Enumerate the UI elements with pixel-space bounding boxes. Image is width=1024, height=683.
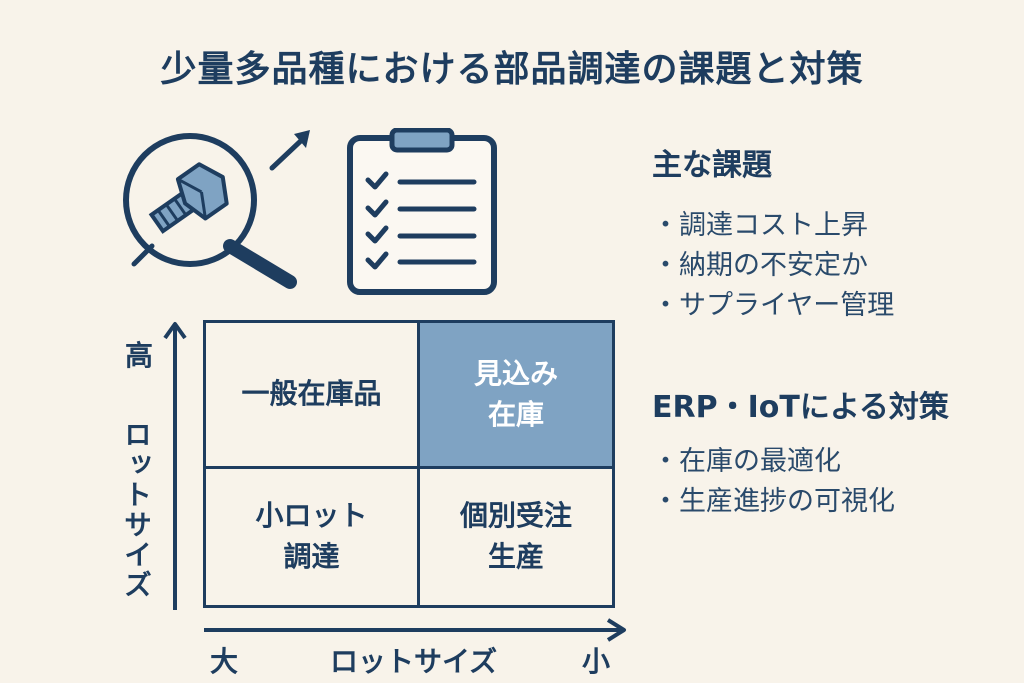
x-axis-left-label: 大 [210, 645, 239, 678]
measures-heading: ERP・IoTによる対策 [652, 390, 949, 425]
magnifier-with-bolt-icon [112, 120, 322, 300]
measure-item: 生産進捗の可視化 [652, 482, 949, 522]
issue-item: 納期の不安定か [652, 246, 894, 286]
matrix-cell-forecast-stock: 見込み 在庫 [420, 323, 612, 469]
matrix-cell-make-to-order: 個別受注 生産 [459, 499, 572, 573]
matrix-cell-small-lot-procurement: 小ロット 調達 [206, 469, 420, 605]
measures-list: 在庫の最適化 生産進捗の可視化 [652, 442, 949, 522]
measures-section: ERP・IoTによる対策 在庫の最適化 生産進捗の可視化 [652, 382, 949, 522]
up-right-arrow-icon [269, 130, 310, 171]
x-axis-arrow [200, 612, 630, 648]
issues-heading: 主な課題 [652, 148, 772, 183]
page-title: 少量多品種における部品調達の課題と対策 [160, 49, 864, 90]
x-axis-label: ロットサイズ [330, 645, 498, 678]
checklist-clipboard-icon [342, 127, 502, 298]
issues-list: 調達コスト上昇 納期の不安定か サプライヤー管理 [652, 206, 894, 326]
x-axis-right-label: 小 [582, 645, 611, 678]
issue-item: サプライヤー管理 [652, 286, 894, 326]
issues-section: 主な課題 調達コスト上昇 納期の不安定か サプライヤー管理 [652, 140, 894, 326]
y-axis-arrow [155, 318, 195, 618]
measure-item: 在庫の最適化 [652, 442, 949, 482]
issue-item: 調達コスト上昇 [652, 206, 894, 246]
y-axis-high-label: 高 [125, 339, 154, 372]
y-axis-label: ロットサイズ [120, 420, 153, 600]
matrix-cell-general-stock: 一般在庫品 [206, 323, 420, 469]
lot-size-matrix: 一般在庫品 見込み 在庫 小ロット 調達 個別受注 生産 [203, 320, 615, 608]
